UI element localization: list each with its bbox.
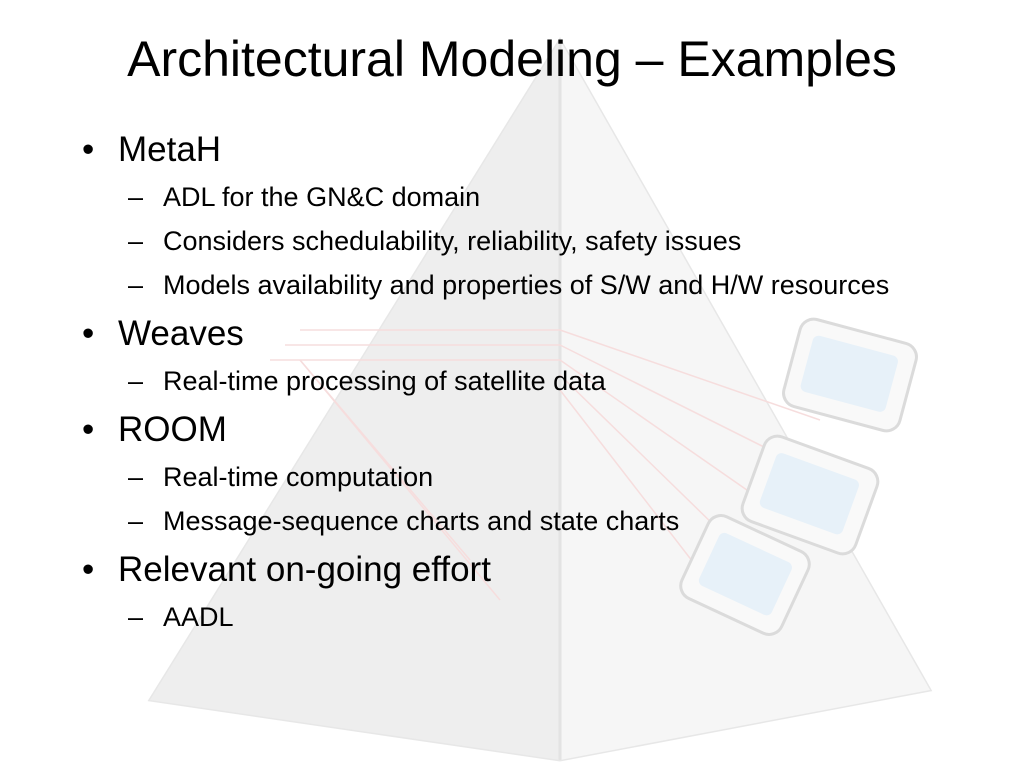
sub-bullet-text: Real-time computation [163,462,434,492]
slide-title: Architectural Modeling – Examples [127,31,897,87]
bullet-marker: • [82,130,95,169]
bullet-item: •ROOM–Real-time computation–Message-sequ… [82,408,982,540]
sub-bullet-marker: – [128,270,144,300]
sub-bullet-list: –ADL for the GN&C domain–Considers sched… [82,178,982,304]
bullet-marker: • [82,314,95,353]
sub-bullet-marker: – [128,226,144,256]
bullet-text: ROOM [118,410,227,449]
sub-bullet-item: –ADL for the GN&C domain [82,178,942,216]
bullet-text: Weaves [118,314,244,353]
bullet-row: • MetaH [82,128,982,172]
bullet-text: MetaH [118,130,222,169]
sub-bullet-item: –Considers schedulability, reliability, … [82,222,942,260]
sub-bullet-marker: – [128,506,144,536]
bullet-item: • Relevant on-going effort –AADL [82,548,982,636]
bullet-item: •MetaH–ADL for the GN&C domain–Considers… [82,128,982,304]
sub-bullet-item: –Message-sequence charts and state chart… [82,502,942,540]
sub-bullet-marker: – [128,602,144,632]
sub-bullet-marker: – [128,462,144,492]
sub-bullet-text: Considers schedulability, reliability, s… [163,226,742,256]
sub-bullet-list: –Real-time processing of satellite data [82,362,982,400]
sub-bullet-list: –AADL [82,598,982,636]
sub-bullet-text: ADL for the GN&C domain [163,182,481,212]
bullet-item: • Weaves –Real-time processing of satellit… [82,312,982,400]
sub-bullet-text: AADL [163,602,234,632]
bullet-row: • ROOM [82,408,982,452]
sub-bullet-marker: – [128,182,144,212]
bullet-row: • Weaves [82,312,982,356]
sub-bullet-list: –Real-time computation–Message-sequence … [82,458,982,540]
sub-bullet-marker: – [128,366,144,396]
bullet-list: •MetaH–ADL for the GN&C domain–Considers… [82,128,982,644]
sub-bullet-item: –AADL [82,598,942,636]
bullet-row: • Relevant on-going effort [82,548,982,592]
sub-bullet-item: –Real-time computation [82,458,942,496]
bullet-marker: • [82,550,95,589]
bullet-text: Relevant on-going effort [118,550,491,589]
sub-bullet-item: –Models availability and properties of S… [82,266,942,304]
sub-bullet-text: Models availability and properties of S/… [163,270,890,300]
sub-bullet-text: Real-time processing of satellite data [163,366,606,396]
sub-bullet-item: –Real-time processing of satellite data [82,362,942,400]
sub-bullet-text: Message-sequence charts and state charts [163,506,680,536]
bullet-marker: • [82,410,95,449]
